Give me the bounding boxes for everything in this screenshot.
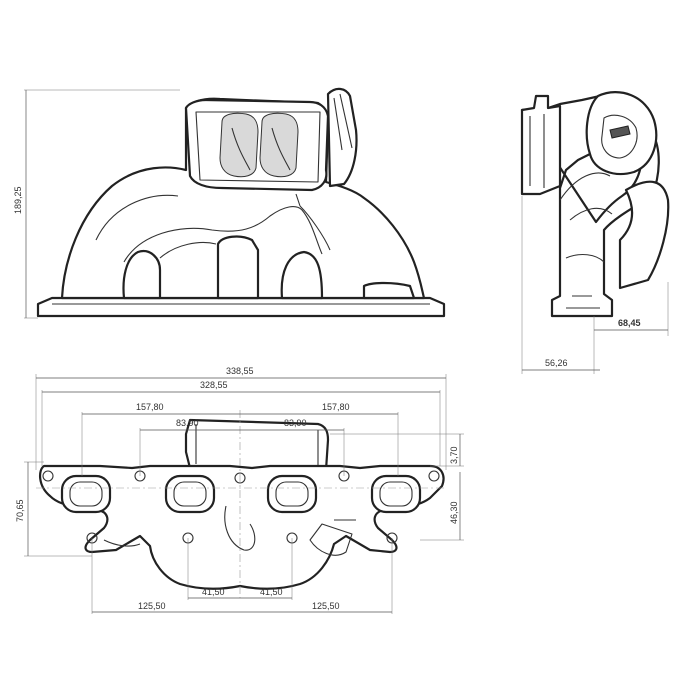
front-runner-1 <box>122 250 162 300</box>
front-base-flange <box>36 296 446 318</box>
side-depth-label: 56,26 <box>545 358 568 368</box>
right-center-label: 41,50 <box>260 587 283 597</box>
port-height-label: 46,30 <box>449 501 459 524</box>
right-runner-label: 125,50 <box>312 601 340 611</box>
left-turbo-offset-label: 157,80 <box>136 402 164 412</box>
front-height-label: 189,25 <box>13 186 23 214</box>
left-runner-label: 125,50 <box>138 601 166 611</box>
left-inner-label: 83,90 <box>176 418 199 428</box>
side-collector <box>618 180 670 290</box>
top-port-flange <box>38 464 445 590</box>
front-runner-4 <box>362 281 416 300</box>
front-wastegate <box>326 87 358 188</box>
top-view: 338,55 328,55 157,80 157,80 83,90 83,90 … <box>15 366 464 614</box>
front-turbo-port-left <box>219 112 259 178</box>
side-view: 56,26 68,45 <box>520 91 670 374</box>
front-view: 189,25 <box>13 87 446 319</box>
top-turbo-flange <box>184 418 330 472</box>
right-inner-label: 83,90 <box>284 418 307 428</box>
top-exhaust-port-3 <box>266 474 318 514</box>
front-runner-3 <box>280 250 324 300</box>
top-exhaust-port-4 <box>370 474 422 514</box>
flange-top-label: 3,70 <box>449 446 459 464</box>
side-left-block <box>520 94 562 196</box>
front-runner-2 <box>216 235 260 300</box>
top-exhaust-port-2 <box>164 474 216 514</box>
side-stud-slot <box>609 125 631 139</box>
overall-length-label: 338,55 <box>226 366 254 376</box>
top-exhaust-port-1 <box>60 474 112 514</box>
left-center-label: 41,50 <box>202 587 225 597</box>
front-turbo-port-right <box>259 112 299 178</box>
right-turbo-offset-label: 157,80 <box>322 402 350 412</box>
flange-height-label: 70,65 <box>15 499 25 522</box>
side-flange-label: 68,45 <box>618 318 641 328</box>
flange-length-label: 328,55 <box>200 380 228 390</box>
